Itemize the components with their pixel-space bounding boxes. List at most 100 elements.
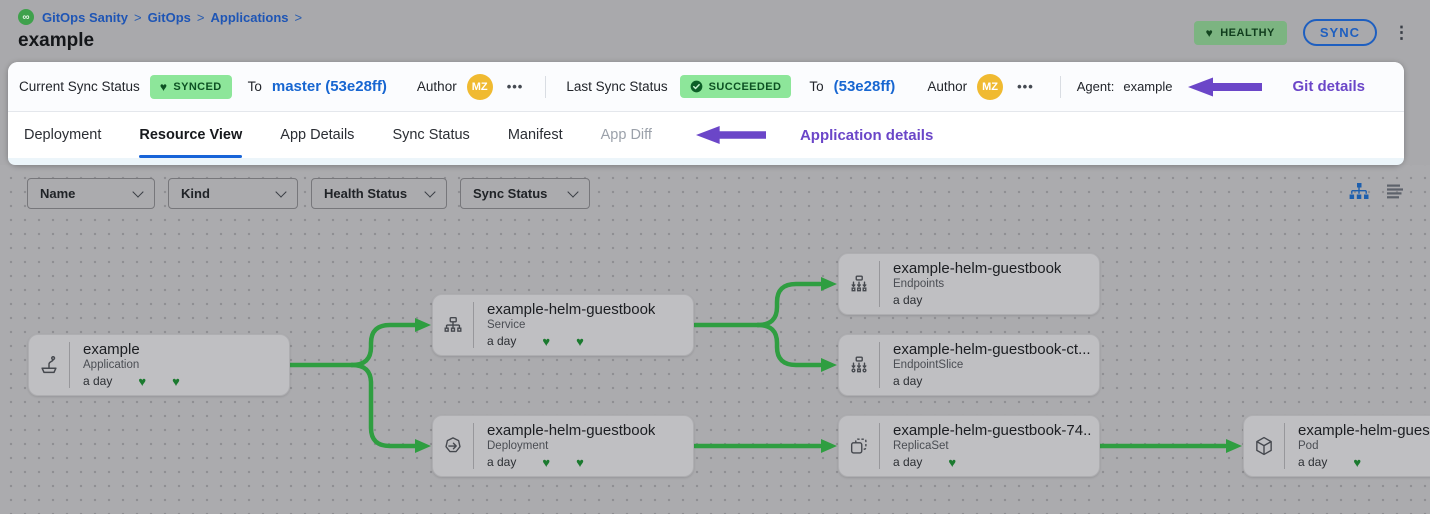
application-header-panel: Current Sync Status ♥ SYNCED To master (… [8,62,1404,165]
resource-node-service[interactable]: example-helm-guestbook Service a day ♥ ♥ [432,294,694,356]
pod-icon [1244,416,1284,476]
breadcrumb-separator: > [133,9,142,25]
last-sync-more-icon[interactable]: ••• [1017,79,1034,94]
node-title: example-helm-guestbook [487,422,656,439]
filter-dropdown-kind[interactable]: Kind [168,178,298,209]
author-label: Author [416,79,457,94]
annotation-arrow-left-icon [695,126,766,144]
node-kind: Application [83,359,140,371]
author-avatar: MZ [977,73,1004,100]
resource-node-application-example[interactable]: example Application a day ♥ ♥ [28,334,290,396]
node-divider [879,423,880,469]
annotation-arrow-left-icon [1188,77,1263,96]
node-divider [1284,423,1285,469]
node-age: a day [1298,455,1328,469]
tab-app-diff[interactable]: App Diff [600,127,652,143]
application-tabs: Deployment Resource View App Details Syn… [8,112,1404,158]
endpointslice-icon [839,335,879,395]
health-heart-icon: ♥ [948,454,957,470]
breadcrumb-link-gitops[interactable]: GitOps [147,9,191,25]
current-revision-link[interactable]: master (53e28ff) [271,78,387,95]
application-icon [29,335,69,395]
node-divider [473,423,474,469]
tab-sync-status[interactable]: Sync Status [392,127,470,143]
git-details-annotation: Git details [1292,78,1366,95]
filter-dropdown-health-status[interactable]: Health Status [311,178,447,209]
node-age: a day [893,455,923,469]
resource-node-endpoints[interactable]: example-helm-guestbook Endpoints a day [838,253,1100,315]
sync-heart-icon: ♥ [172,373,180,389]
node-divider [879,261,880,307]
node-divider [69,342,70,388]
sync-status-bar: Current Sync Status ♥ SYNCED To master (… [8,62,1404,112]
heart-icon: ♥ [159,79,168,94]
endpoints-icon [839,254,879,314]
tree-view-icon[interactable] [1349,183,1369,201]
health-heart-icon: ♥ [1353,454,1362,470]
node-title: example-helm-guestbook-ct... [893,341,1091,358]
current-sync-status-label: Current Sync Status [19,79,140,94]
resource-node-endpointslice[interactable]: example-helm-guestbook-ct... EndpointSli… [838,334,1100,396]
breadcrumb-link-applications[interactable]: Applications [210,9,289,25]
heart-icon: ♥ [1205,25,1214,40]
health-badge-label: HEALTHY [1220,26,1275,39]
filter-dropdown-name[interactable]: Name [27,178,155,209]
node-title: example-helm-guestbook-74... [893,422,1091,439]
service-icon [433,295,473,355]
tabs-annotation: Application details [690,112,933,158]
panel-bottom-strip [8,158,1404,165]
node-divider [879,342,880,388]
divider [545,75,547,98]
node-age: a day [893,293,923,307]
node-kind: Pod [1298,440,1319,452]
resource-node-pod[interactable]: example-helm-guest Pod a day ♥ [1243,415,1430,477]
tab-app-details[interactable]: App Details [280,127,355,143]
gitops-logo-icon: ∞ [18,9,34,25]
health-heart-icon: ♥ [138,373,147,389]
application-details-annotation: Application details [799,126,934,144]
tab-deployment[interactable]: Deployment [24,127,102,143]
kebab-menu-icon[interactable]: ⋮ [1393,23,1410,42]
chevron-down-icon [424,185,436,198]
breadcrumb-separator: > [196,9,205,25]
synced-badge: ♥ SYNCED [149,74,232,99]
sync-button[interactable]: SYNC [1302,19,1377,46]
health-status-badge: ♥ HEALTHY [1193,20,1287,45]
node-title: example-helm-guest [1298,422,1430,439]
page-title: example [18,30,95,51]
to-label: To [247,79,262,94]
replicaset-icon [839,416,879,476]
tab-resource-view[interactable]: Resource View [139,112,242,158]
sync-heart-icon: ♥ [576,333,584,349]
node-divider [473,302,474,348]
node-kind: Deployment [487,440,549,452]
node-title: example-helm-guestbook [487,301,656,318]
node-title: example-helm-guestbook [893,260,1062,277]
author-label: Author [927,79,968,94]
tab-manifest[interactable]: Manifest [507,127,563,143]
resource-tree-canvas [0,165,1430,514]
breadcrumb-separator: > [294,9,303,25]
node-age: a day [487,455,517,469]
check-circle-icon [690,80,703,93]
current-sync-more-icon[interactable]: ••• [506,79,524,94]
node-kind: EndpointSlice [893,359,964,371]
last-revision-link[interactable]: (53e28ff) [833,78,896,95]
agent-value: example [1123,79,1173,94]
deployment-icon [433,416,473,476]
node-kind: ReplicaSet [893,440,949,452]
header-actions: ♥ HEALTHY SYNC ⋮ [1193,19,1410,46]
author-avatar: MZ [466,73,493,100]
last-sync-status-label: Last Sync Status [566,79,668,94]
resource-node-deployment[interactable]: example-helm-guestbook Deployment a day … [432,415,694,477]
resource-node-replicaset[interactable]: example-helm-guestbook-74... ReplicaSet … [838,415,1100,477]
list-view-icon[interactable] [1386,184,1404,200]
node-title: example [83,341,140,358]
node-age: a day [893,374,923,388]
breadcrumb-link-gitops-sanity[interactable]: GitOps Sanity [42,9,128,25]
node-kind: Service [487,319,526,331]
filter-dropdown-sync-status[interactable]: Sync Status [460,178,590,209]
node-age: a day [487,334,517,348]
node-kind: Endpoints [893,278,945,290]
sync-heart-icon: ♥ [576,454,584,470]
